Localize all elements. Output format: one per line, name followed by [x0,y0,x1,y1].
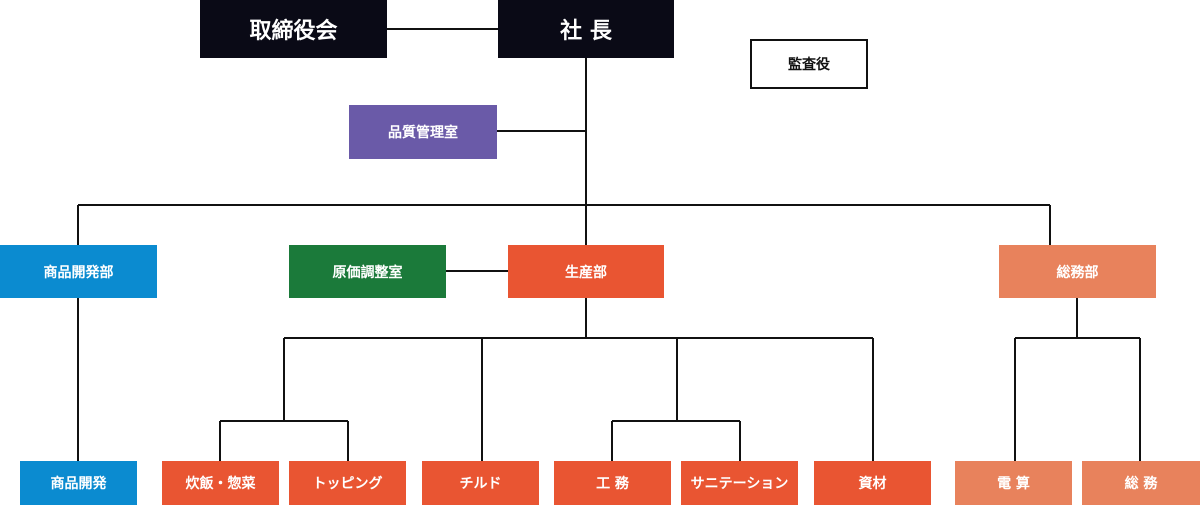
section-materials: 資材 [814,461,931,505]
section-rice: 炊飯・惣菜 [162,461,279,505]
admin-dept-box: 総務部 [999,245,1156,298]
cost-office-box: 原価調整室 [289,245,446,298]
section-computing: 電 算 [955,461,1072,505]
section-topping: トッピング [289,461,406,505]
president-box: 社 長 [498,0,674,58]
board-box: 取締役会 [200,0,387,58]
quality-office-box: 品質管理室 [349,105,497,159]
section-chilled: チルド [422,461,539,505]
production-dept-box: 生産部 [508,245,664,298]
section-dev: 商品開発 [20,461,137,505]
section-engineering: 工 務 [554,461,671,505]
dev-dept-box: 商品開発部 [0,245,157,298]
auditor-box: 監査役 [750,39,868,89]
section-sanitation: サニテーション [681,461,798,505]
section-general: 総 務 [1082,461,1200,505]
